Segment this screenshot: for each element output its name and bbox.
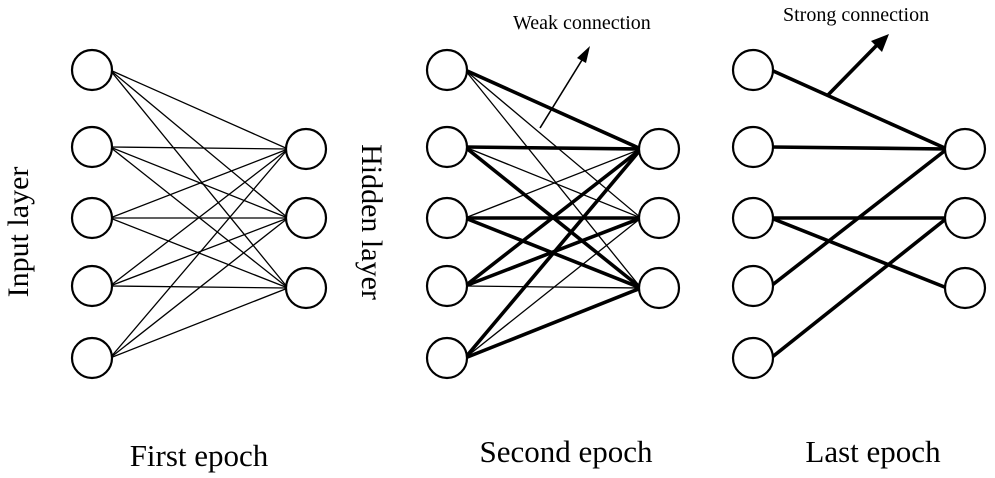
- input-node-p1-5: [70, 336, 114, 380]
- hidden-node-p1-1: [284, 127, 328, 171]
- weak-edge-p1-i2-h2: [109, 146, 289, 219]
- weak-edge-p1-i5-h1: [109, 148, 289, 359]
- hidden-node-p3-3: [943, 266, 987, 310]
- caption-last-epoch: Last epoch: [805, 434, 941, 469]
- weak-edge-p1-i3-h1: [109, 148, 289, 219]
- weak-edge-p1-i4-h2: [109, 217, 289, 287]
- nodes-layer: [70, 48, 987, 380]
- strong-connection-label: Strong connection: [783, 4, 929, 26]
- input-layer-label: Input layer: [2, 167, 35, 298]
- hidden-node-p2-3: [637, 266, 681, 310]
- weak-connection-label: Weak connection: [513, 12, 651, 34]
- strong-edge-p2-i5-h3: [464, 286, 642, 360]
- caption-second-epoch: Second epoch: [479, 434, 653, 469]
- strong-connection-arrow: [825, 34, 889, 98]
- strong-edge-p3-i1-h1: [770, 68, 948, 151]
- input-node-p2-3: [425, 196, 469, 240]
- caption-first-epoch: First epoch: [130, 438, 269, 473]
- weak-edge-p1-i1-h1: [109, 69, 289, 150]
- weak-edge-p2-i2-h2: [464, 146, 642, 219]
- strong-edge-p3-i4-h1: [769, 147, 949, 288]
- hidden-node-p1-3: [284, 266, 328, 310]
- strong-edge-p2-i4-h1: [463, 147, 643, 288]
- hidden-node-p3-1: [943, 127, 987, 171]
- input-node-p1-2: [70, 125, 114, 169]
- edges-layer: [109, 68, 949, 360]
- weak-edge-p2-i5-h2: [464, 217, 642, 359]
- input-node-p2-2: [425, 125, 469, 169]
- strong-edge-p2-i1-h1: [464, 68, 642, 151]
- input-node-p2-1: [425, 48, 469, 92]
- input-node-p3-5: [731, 336, 775, 380]
- hidden-layer-label: Hidden layer: [355, 144, 388, 300]
- input-node-p2-4: [425, 264, 469, 308]
- input-node-p1-3: [70, 196, 114, 240]
- weak-edge-p1-i5-h2: [109, 217, 289, 359]
- input-node-p3-3: [731, 196, 775, 240]
- strong-edge-p3-i2-h1: [770, 145, 948, 151]
- weak-edge-p2-i1-h3: [464, 69, 642, 289]
- weak-edge-p1-i2-h1: [109, 146, 289, 150]
- weak-edge-p1-i1-h3: [109, 69, 289, 289]
- weak-edge-p1-i1-h2: [109, 69, 289, 219]
- input-node-p3-2: [731, 125, 775, 169]
- hidden-node-p3-2: [943, 196, 987, 240]
- weak-edge-p1-i5-h3: [109, 287, 289, 359]
- hidden-node-p2-1: [637, 127, 681, 171]
- input-node-p1-1: [70, 48, 114, 92]
- strong-edge-p2-i5-h1: [463, 147, 643, 360]
- input-node-p2-5: [425, 336, 469, 380]
- input-node-p3-4: [731, 264, 775, 308]
- weak-edge-p1-i4-h3: [109, 285, 289, 289]
- weak-connection-arrow: [539, 46, 590, 129]
- weak-edge-p2-i3-h1: [464, 148, 642, 219]
- strong-edge-p3-i5-h2: [769, 216, 949, 360]
- annotation-arrows: [539, 34, 889, 129]
- strong-edge-p3-i3-h3: [770, 216, 948, 290]
- hidden-node-p2-2: [637, 196, 681, 240]
- input-node-p3-1: [731, 48, 775, 92]
- weak-edge-p2-i1-h2: [464, 69, 642, 219]
- strong-edge-p2-i2-h1: [464, 145, 642, 151]
- input-node-p1-4: [70, 264, 114, 308]
- hidden-node-p1-2: [284, 196, 328, 240]
- weak-edge-p1-i4-h1: [109, 148, 289, 287]
- weak-edge-p2-i4-h3: [464, 285, 642, 289]
